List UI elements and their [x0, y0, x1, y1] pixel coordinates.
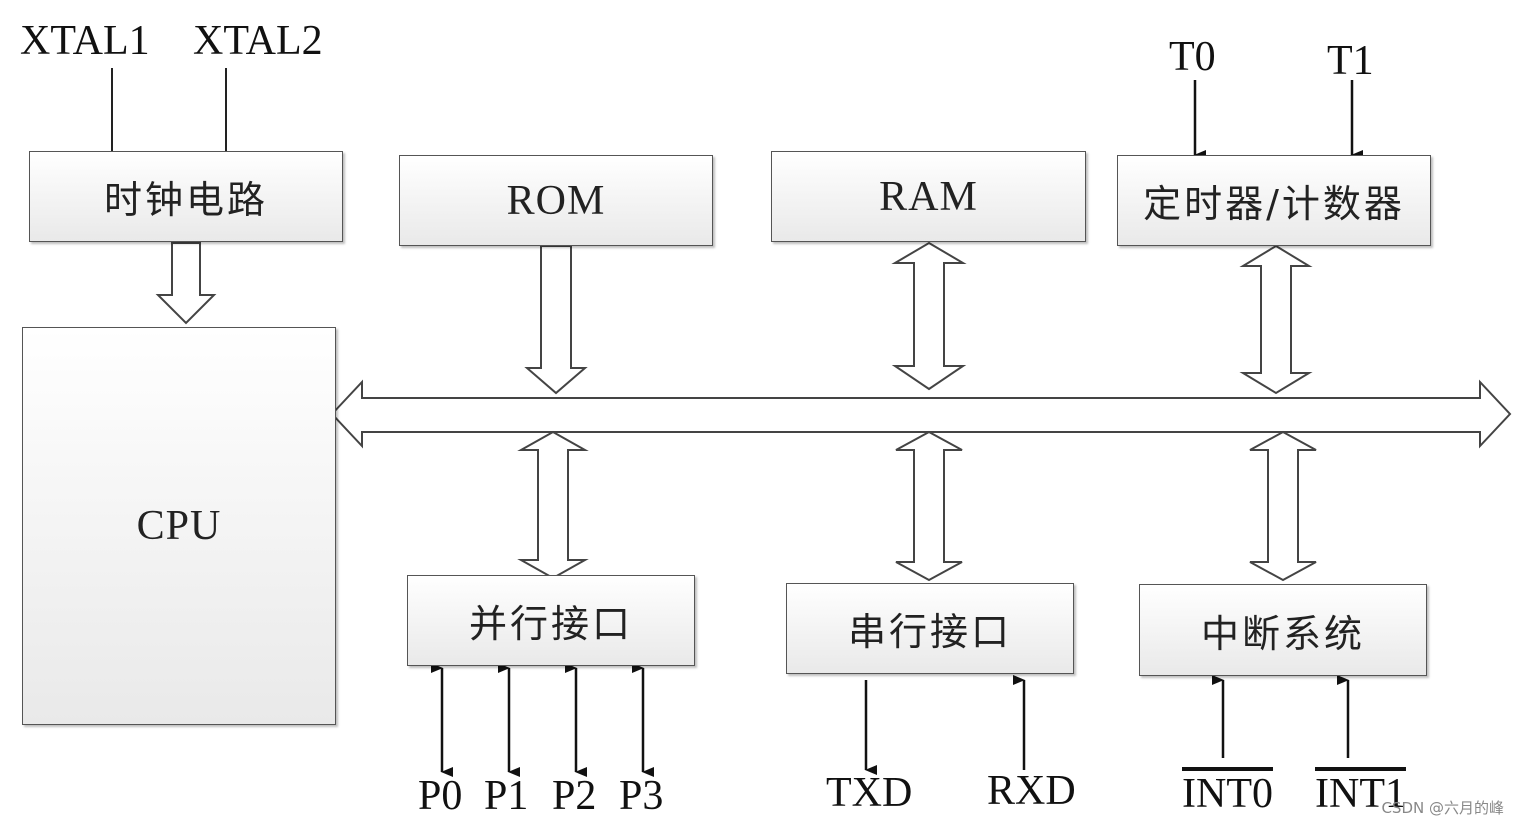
int0-label: INT0	[1182, 771, 1273, 817]
xtal2-label: XTAL2	[193, 18, 323, 64]
p0-label: P0	[418, 773, 463, 819]
interrupt-bus-arrow	[1249, 430, 1317, 582]
clock-circuit-label: 时钟电路	[103, 178, 268, 222]
int1-label: INT1	[1315, 771, 1406, 817]
t0-label: T0	[1169, 34, 1216, 80]
parallel-port-label: 并行接口	[468, 602, 633, 646]
serial-bus-arrow	[895, 430, 963, 582]
ram-label: RAM	[879, 173, 978, 220]
ram-bus-arrow	[891, 241, 967, 391]
serial-port-block: 串行接口	[786, 583, 1074, 674]
interrupt-system-label: 中断系统	[1200, 611, 1365, 656]
clock-to-cpu-arrow	[155, 242, 217, 325]
parallel-port-block: 并行接口	[407, 575, 695, 666]
txd-label: TXD	[826, 770, 913, 816]
cpu-label: CPU	[136, 503, 222, 549]
rom-to-bus-arrow	[524, 245, 588, 395]
t1-label: T1	[1327, 38, 1374, 84]
timer-counter-label: 定时器/计数器	[1143, 182, 1405, 226]
rom-label: ROM	[506, 177, 606, 224]
cpu-block: CPU	[22, 327, 336, 725]
system-bus	[330, 379, 1512, 449]
p2-label: P2	[552, 773, 597, 819]
rxd-label: RXD	[987, 768, 1076, 814]
watermark: CSDN @六月的峰	[1381, 799, 1504, 817]
timer-bus-arrow	[1239, 244, 1313, 395]
ram-block: RAM	[771, 151, 1086, 242]
parallel-bus-arrow	[517, 430, 589, 580]
serial-port-label: 串行接口	[847, 610, 1012, 654]
timer-counter-block: 定时器/计数器	[1117, 155, 1431, 246]
interrupt-system-block: 中断系统	[1139, 584, 1427, 676]
p3-label: P3	[619, 773, 664, 819]
p1-label: P1	[484, 773, 529, 819]
clock-circuit-block: 时钟电路	[29, 151, 343, 242]
rom-block: ROM	[399, 155, 713, 246]
xtal1-label: XTAL1	[20, 18, 150, 64]
